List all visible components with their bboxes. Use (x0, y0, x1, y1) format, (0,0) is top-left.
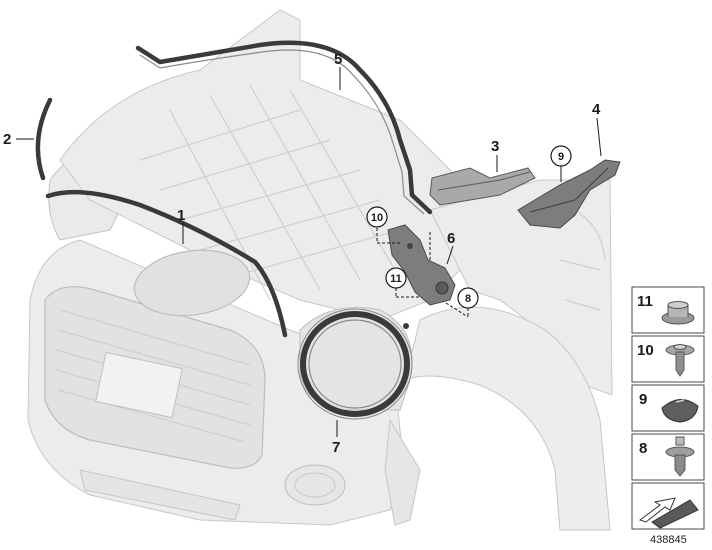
car-body-illustration (27, 9, 613, 531)
callout-6: 6 (447, 230, 455, 247)
svg-text:9: 9 (639, 391, 647, 408)
svg-text:9: 9 (558, 151, 564, 163)
part-2-seal (35, 97, 53, 181)
circled-callout-8: 8 (457, 287, 479, 309)
legend-item-11: 11 (631, 286, 705, 334)
direction-arrow-icon (638, 497, 699, 529)
part-4-bracket (517, 159, 621, 229)
svg-text:10: 10 (637, 342, 654, 359)
leader-lines (16, 67, 602, 437)
legend-item-9: 9 (631, 384, 705, 432)
expanding-rivet-icon (665, 344, 695, 377)
svg-text:10: 10 (371, 212, 383, 224)
svg-text:8: 8 (465, 293, 471, 305)
part-7-ring-seal (297, 308, 413, 420)
callout-3: 3 (491, 138, 499, 155)
legend-item-8: 8 (631, 433, 705, 481)
callout-2: 2 (3, 131, 11, 148)
part-1-seal (45, 189, 288, 338)
plug-cap-icon (661, 399, 699, 423)
part-5-seal (135, 40, 433, 215)
circled-callout-11: 11 (385, 267, 407, 289)
svg-text:11: 11 (637, 293, 653, 310)
legend-footer (631, 482, 705, 530)
callout-4: 4 (592, 101, 601, 118)
callout-7: 7 (332, 439, 340, 456)
legend-item-10: 10 (631, 335, 705, 383)
push-rivet-icon (665, 436, 695, 477)
part-6-bracket (387, 224, 456, 306)
svg-text:8: 8 (639, 440, 647, 457)
callout-5: 5 (334, 51, 342, 68)
circled-callout-10: 10 (366, 206, 388, 228)
circled-callout-9: 9 (550, 145, 572, 167)
document-number: 438845 (650, 534, 687, 546)
fastener-legend: 11 10 9 (631, 286, 705, 530)
callout-1: 1 (177, 207, 185, 224)
nut-icon (661, 301, 695, 325)
svg-text:11: 11 (390, 273, 402, 285)
